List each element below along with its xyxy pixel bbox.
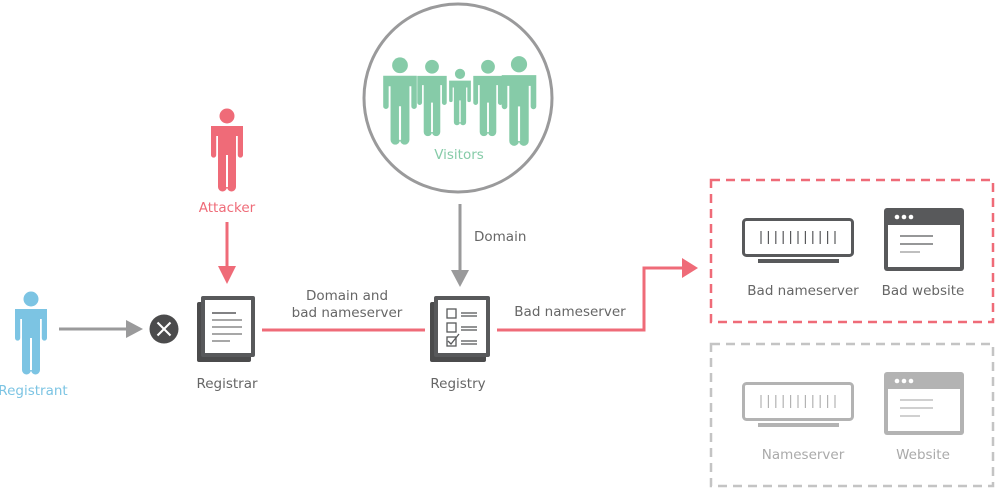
person-icon bbox=[15, 291, 47, 375]
visitors-to-registry-label: Domain bbox=[474, 229, 526, 245]
server-icon bbox=[742, 382, 854, 427]
registrar-to-registry-label-line1: Domain and bbox=[306, 288, 388, 304]
registry-to-bad-group-edge bbox=[497, 258, 698, 332]
website-label: Website bbox=[896, 447, 950, 463]
document-icon bbox=[197, 296, 255, 362]
bad-website-item: Bad website bbox=[882, 208, 965, 299]
bad-nameserver-label: Bad nameserver bbox=[747, 283, 859, 299]
blocked-x-icon bbox=[149, 314, 179, 344]
person-icon bbox=[211, 108, 243, 192]
registrant-label: Registrant bbox=[0, 383, 68, 399]
registry-node: Registry bbox=[430, 296, 490, 392]
attacker-label: Attacker bbox=[199, 200, 256, 216]
bad-nameserver-item: Bad nameserver bbox=[742, 218, 859, 299]
registrant-actor: Registrant bbox=[0, 291, 68, 399]
registry-label: Registry bbox=[430, 376, 485, 392]
nameserver-label: Nameserver bbox=[762, 447, 845, 463]
arrowhead-icon bbox=[682, 258, 698, 278]
dashed-border bbox=[709, 342, 995, 488]
website-item: Website bbox=[884, 372, 964, 463]
visitors-label: Visitors bbox=[434, 147, 484, 163]
dashed-border bbox=[709, 178, 995, 324]
nameserver-item: Nameserver bbox=[742, 382, 854, 463]
checklist-icon bbox=[430, 296, 490, 362]
arrowhead-icon bbox=[451, 270, 469, 287]
visitors-actor: Visitors bbox=[362, 2, 554, 194]
browser-window-icon bbox=[884, 372, 964, 435]
legit-servers-group: Nameserver Website bbox=[709, 342, 995, 488]
attacker-to-registrar-edge bbox=[218, 222, 236, 284]
registry-to-bad-group-label: Bad nameserver bbox=[514, 304, 626, 320]
bad-servers-group: Bad nameserver Bad website bbox=[709, 178, 995, 324]
browser-window-icon bbox=[884, 208, 964, 271]
registrant-to-registrar-edge bbox=[59, 320, 143, 338]
registrar-to-registry-label-line2: bad nameserver bbox=[292, 305, 403, 321]
arrowhead-icon bbox=[126, 320, 143, 338]
arrowhead-icon bbox=[218, 266, 236, 284]
attacker-actor: Attacker bbox=[199, 108, 256, 216]
server-icon bbox=[742, 218, 854, 263]
bad-website-label: Bad website bbox=[882, 283, 965, 299]
registrar-node: Registrar bbox=[196, 296, 258, 392]
registrar-label: Registrar bbox=[196, 376, 258, 392]
visitors-to-registry-edge bbox=[451, 204, 469, 287]
